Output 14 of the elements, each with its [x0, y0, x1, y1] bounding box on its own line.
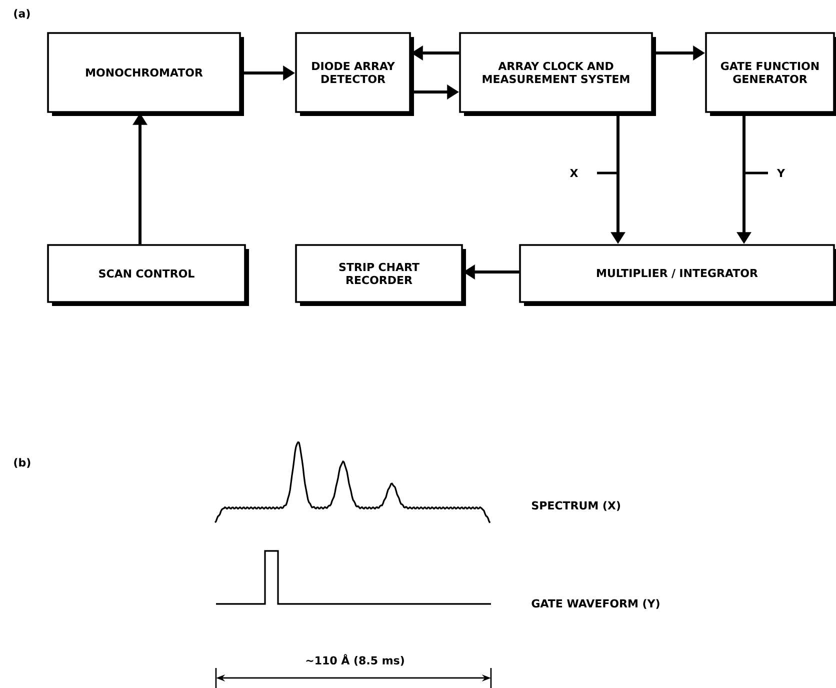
block-box: ARRAY CLOCK AND MEASUREMENT SYSTEM	[459, 32, 656, 116]
block-box: STRIP CHART RECORDER	[295, 244, 466, 306]
block-box: SCAN CONTROL	[47, 244, 249, 306]
edge-label: X	[570, 168, 618, 177]
trace-label: GATE WAVEFORM (Y)	[532, 599, 660, 609]
block-box: GATE FUNCTION GENERATOR	[705, 32, 836, 116]
panel-label: (a)	[14, 9, 30, 19]
block-box: DIODE ARRAY DETECTOR	[295, 32, 414, 116]
panel-label: (b)	[14, 458, 30, 468]
trace-label: SPECTRUM (X)	[532, 501, 620, 511]
block-box: MONOCHROMATOR	[47, 32, 244, 116]
dimension-label: ~110 Å (8.5 ms)	[306, 654, 404, 666]
block-box: MULTIPLIER / INTEGRATOR	[519, 244, 836, 306]
edge-label: Y	[744, 168, 786, 177]
